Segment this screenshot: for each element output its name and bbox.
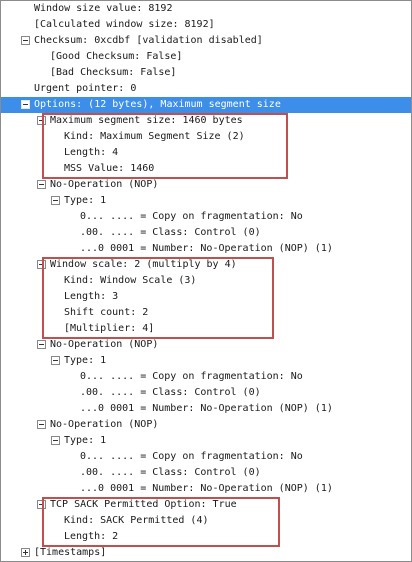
tree-row-label: ...0 0001 = Number: No-Operation (NOP) (… — [80, 483, 333, 494]
tree-row-label: Kind: SACK Permitted (4) — [64, 515, 209, 526]
tree-row-label: Kind: Maximum Segment Size (2) — [64, 131, 245, 142]
collapse-icon[interactable] — [21, 36, 30, 45]
tree-row-label: Type: 1 — [64, 195, 107, 206]
tree-row[interactable]: Shift count: 2 — [1, 305, 411, 321]
tree-row-label: 0... .... = Copy on fragmentation: No — [80, 371, 303, 382]
tree-row-label: 0... .... = Copy on fragmentation: No — [80, 211, 303, 222]
tree-row[interactable]: .00. .... = Class: Control (0) — [1, 385, 411, 401]
tree-row[interactable]: ...0 0001 = Number: No-Operation (NOP) (… — [1, 401, 411, 417]
tree-row[interactable]: Length: 4 — [1, 145, 411, 161]
tree-row[interactable]: TCP SACK Permitted Option: True — [1, 497, 411, 513]
tree-row-label: No-Operation (NOP) — [50, 339, 159, 350]
tree-row-label: Length: 2 — [64, 531, 119, 542]
tree-row[interactable]: .00. .... = Class: Control (0) — [1, 225, 411, 241]
tree-row-label: [Good Checksum: False] — [50, 51, 183, 62]
tree-row-label: Urgent pointer: 0 — [34, 83, 137, 94]
tree-row[interactable]: Type: 1 — [1, 353, 411, 369]
tree-row-label: TCP SACK Permitted Option: True — [50, 499, 237, 510]
tree-row[interactable]: Options: (12 bytes), Maximum segment siz… — [1, 97, 411, 113]
tree-row[interactable]: [Calculated window size: 8192] — [1, 17, 411, 33]
tree-row[interactable]: 0... .... = Copy on fragmentation: No — [1, 369, 411, 385]
collapse-icon[interactable] — [37, 260, 46, 269]
tree-row-label: .00. .... = Class: Control (0) — [80, 467, 261, 478]
tree-row[interactable]: 0... .... = Copy on fragmentation: No — [1, 449, 411, 465]
tree-row[interactable]: [Multiplier: 4] — [1, 321, 411, 337]
tree-row[interactable]: Urgent pointer: 0 — [1, 81, 411, 97]
tree-row-label: MSS Value: 1460 — [64, 163, 155, 174]
tree-row[interactable]: [Good Checksum: False] — [1, 49, 411, 65]
tree-row[interactable]: No-Operation (NOP) — [1, 417, 411, 433]
tree-row[interactable]: Window size value: 8192 — [1, 1, 411, 17]
tree-row[interactable]: 0... .... = Copy on fragmentation: No — [1, 209, 411, 225]
tree-row[interactable]: .00. .... = Class: Control (0) — [1, 465, 411, 481]
tree-row[interactable]: Type: 1 — [1, 193, 411, 209]
tree-row[interactable]: [Timestamps] — [1, 545, 411, 561]
tree-row-label: 0... .... = Copy on fragmentation: No — [80, 451, 303, 462]
tree-row-label: [Timestamps] — [34, 547, 107, 558]
tree-row-label: Window scale: 2 (multiply by 4) — [50, 259, 237, 270]
tree-row-label: Kind: Window Scale (3) — [64, 275, 197, 286]
collapse-icon[interactable] — [37, 340, 46, 349]
tree-row-label: Length: 3 — [64, 291, 119, 302]
tree-row[interactable]: ...0 0001 = Number: No-Operation (NOP) (… — [1, 481, 411, 497]
tree-row[interactable]: No-Operation (NOP) — [1, 177, 411, 193]
tree-row-label: Window size value: 8192 — [34, 3, 173, 14]
tree-row-label: Options: (12 bytes), Maximum segment siz… — [34, 99, 281, 110]
collapse-icon[interactable] — [37, 180, 46, 189]
tree-row-label: Type: 1 — [64, 355, 107, 366]
tree-row[interactable]: [Bad Checksum: False] — [1, 65, 411, 81]
tree-row-label: No-Operation (NOP) — [50, 419, 159, 430]
collapse-icon[interactable] — [51, 436, 60, 445]
tree-row[interactable]: Length: 2 — [1, 529, 411, 545]
collapse-icon[interactable] — [21, 100, 30, 109]
tree-row[interactable]: Maximum segment size: 1460 bytes — [1, 113, 411, 129]
tree-row-label: Maximum segment size: 1460 bytes — [50, 115, 243, 126]
tree-row[interactable]: Length: 3 — [1, 289, 411, 305]
tree-row-label: .00. .... = Class: Control (0) — [80, 227, 261, 238]
tree-row[interactable]: Kind: Maximum Segment Size (2) — [1, 129, 411, 145]
tree-row[interactable]: MSS Value: 1460 — [1, 161, 411, 177]
tree-row-label: Length: 4 — [64, 147, 119, 158]
collapse-icon[interactable] — [37, 116, 46, 125]
tree-row-label: [Bad Checksum: False] — [50, 67, 177, 78]
tree-row-label: [Multiplier: 4] — [64, 323, 155, 334]
tree-row-label: ...0 0001 = Number: No-Operation (NOP) (… — [80, 403, 333, 414]
tree-row[interactable]: Kind: SACK Permitted (4) — [1, 513, 411, 529]
tree-row-label: Type: 1 — [64, 435, 107, 446]
tree-row-label: Checksum: 0xcdbf [validation disabled] — [34, 35, 263, 46]
collapse-icon[interactable] — [51, 356, 60, 365]
tree-row[interactable]: No-Operation (NOP) — [1, 337, 411, 353]
tree-row[interactable]: Checksum: 0xcdbf [validation disabled] — [1, 33, 411, 49]
tree-row[interactable]: Type: 1 — [1, 433, 411, 449]
tree-row[interactable]: Kind: Window Scale (3) — [1, 273, 411, 289]
collapse-icon[interactable] — [51, 196, 60, 205]
tree-row[interactable]: Window scale: 2 (multiply by 4) — [1, 257, 411, 273]
collapse-icon[interactable] — [37, 500, 46, 509]
tree-row[interactable]: ...0 0001 = Number: No-Operation (NOP) (… — [1, 241, 411, 257]
collapse-icon[interactable] — [37, 420, 46, 429]
expand-icon[interactable] — [21, 548, 30, 557]
tree-row-label: [Calculated window size: 8192] — [34, 19, 215, 30]
tree-row-label: .00. .... = Class: Control (0) — [80, 387, 261, 398]
tree-row-label: Shift count: 2 — [64, 307, 149, 318]
tree-row-label: No-Operation (NOP) — [50, 179, 159, 190]
tree-row-label: ...0 0001 = Number: No-Operation (NOP) (… — [80, 243, 333, 254]
